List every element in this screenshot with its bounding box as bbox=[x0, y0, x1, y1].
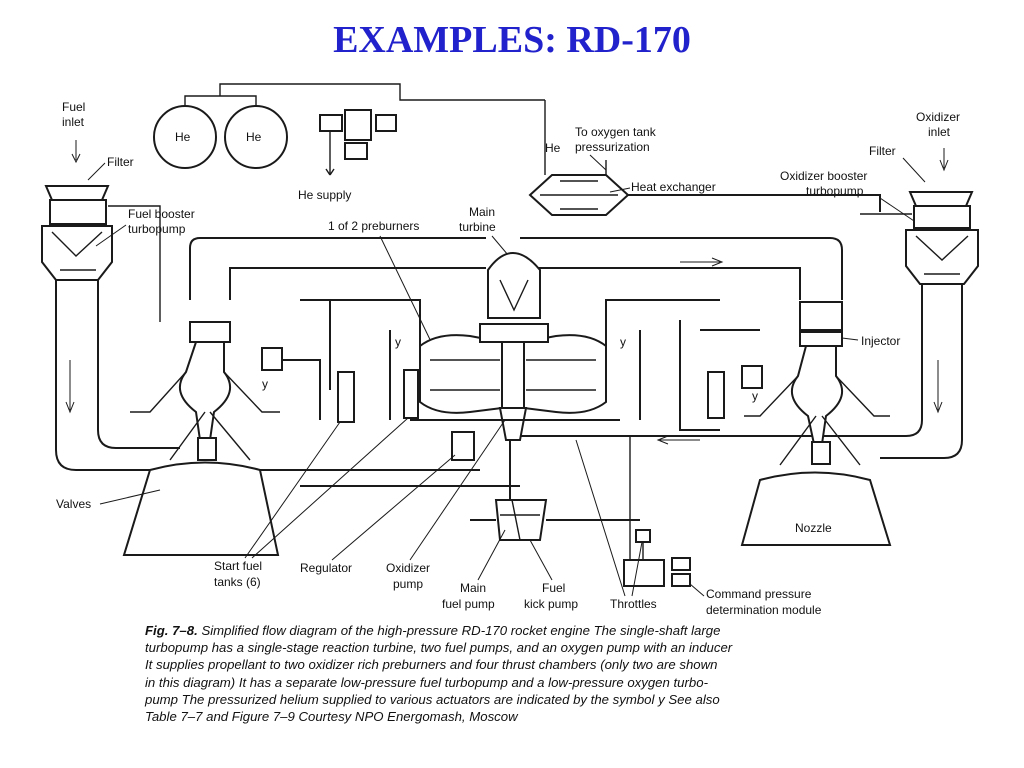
main-fuel-pump-label-1: Main bbox=[460, 581, 486, 595]
upper-ducting: He To oxygen tank pressurization Heat ex… bbox=[108, 100, 912, 322]
figure-caption: Fig. 7–8. Simplified flow diagram of the… bbox=[145, 622, 875, 725]
he-top-label: He bbox=[545, 141, 561, 155]
command-module-label-2: determination module bbox=[706, 603, 822, 617]
fuel-kick-pump-label-2: kick pump bbox=[524, 597, 578, 611]
filter-left-label: Filter bbox=[107, 155, 134, 169]
filter-right-label: Filter bbox=[869, 144, 896, 158]
regulator-label: Regulator bbox=[300, 561, 352, 575]
to-oxygen-label-2: pressurization bbox=[575, 140, 650, 154]
figure-number: Fig. 7–8. bbox=[145, 623, 198, 638]
bottom-labels: Valves Start fuel tanks (6) Regulator Ox… bbox=[56, 417, 822, 617]
main-turbine-label-2: turbine bbox=[459, 220, 496, 234]
thrust-chamber-left: y bbox=[122, 300, 520, 556]
helium-bottles: He He bbox=[153, 83, 545, 169]
fuel-kick-pump-label-1: Fuel bbox=[542, 581, 565, 595]
command-module-label-1: Command pressure bbox=[706, 587, 812, 601]
injector-label: Injector bbox=[861, 334, 900, 348]
main-turbine-label-1: Main bbox=[469, 205, 495, 219]
caption-line-2: turbopump has a single-stage reaction tu… bbox=[145, 640, 733, 656]
rd170-flow-diagram: He He He supply Fuel inlet Filter Fuel b… bbox=[41, 83, 979, 617]
y-symbol-3: y bbox=[262, 377, 268, 391]
main-turbopump: Main turbine 1 of 2 preburners y y bbox=[300, 205, 720, 441]
he-supply-label: He supply bbox=[298, 188, 351, 202]
caption-line-5: pump The pressurized helium supplied to … bbox=[145, 691, 720, 707]
main-fuel-pump-label-2: fuel pump bbox=[442, 597, 495, 611]
caption-line-4: in this diagram) It has a separate low-p… bbox=[145, 674, 708, 690]
caption-line-1: Simplified flow diagram of the high-pres… bbox=[201, 623, 721, 638]
fuel-booster-label-1: Fuel booster bbox=[128, 207, 195, 221]
he-label-left: He bbox=[175, 130, 191, 144]
thrust-chamber-right: Injector Nozzle y bbox=[679, 301, 900, 546]
y-symbol-1: y bbox=[395, 335, 401, 349]
lower-pumps bbox=[451, 431, 691, 587]
helium-regulator-valve: He supply bbox=[298, 109, 397, 202]
preburners-label: 1 of 2 preburners bbox=[328, 219, 419, 233]
throttles-label: Throttles bbox=[610, 597, 657, 611]
oxidizer-inlet: Oxidizer inlet Filter Oxidizer booster t… bbox=[520, 110, 979, 459]
y-symbol-4: y bbox=[752, 389, 758, 403]
fuel-inlet-label-1: Fuel bbox=[62, 100, 85, 114]
start-tanks-label-1: Start fuel bbox=[214, 559, 262, 573]
caption-line-3: It supplies propellant to two oxidizer r… bbox=[145, 657, 718, 673]
he-label-right: He bbox=[246, 130, 262, 144]
ox-booster-label-1: Oxidizer booster bbox=[780, 169, 867, 183]
oxidizer-pump-label-2: pump bbox=[393, 577, 423, 591]
fuel-inlet: Fuel inlet Filter Fuel booster turbopump bbox=[41, 100, 300, 471]
to-oxygen-label-1: To oxygen tank bbox=[575, 125, 657, 139]
oxidizer-pump-label-1: Oxidizer bbox=[386, 561, 430, 575]
oxidizer-inlet-label-1: Oxidizer bbox=[916, 110, 960, 124]
y-symbol-2: y bbox=[620, 335, 626, 349]
oxidizer-inlet-label-2: inlet bbox=[928, 125, 951, 139]
slide-title: EXAMPLES: RD-170 bbox=[333, 19, 691, 61]
fuel-booster-label-2: turbopump bbox=[128, 222, 186, 236]
valves-label: Valves bbox=[56, 497, 91, 511]
nozzle-label: Nozzle bbox=[795, 521, 832, 535]
start-tanks-label-2: tanks (6) bbox=[214, 575, 261, 589]
fuel-inlet-label-2: inlet bbox=[62, 115, 85, 129]
heat-exchanger-label: Heat exchanger bbox=[631, 180, 716, 194]
caption-line-6: Table 7–7 and Figure 7–9 Courtesy NPO En… bbox=[145, 709, 518, 725]
